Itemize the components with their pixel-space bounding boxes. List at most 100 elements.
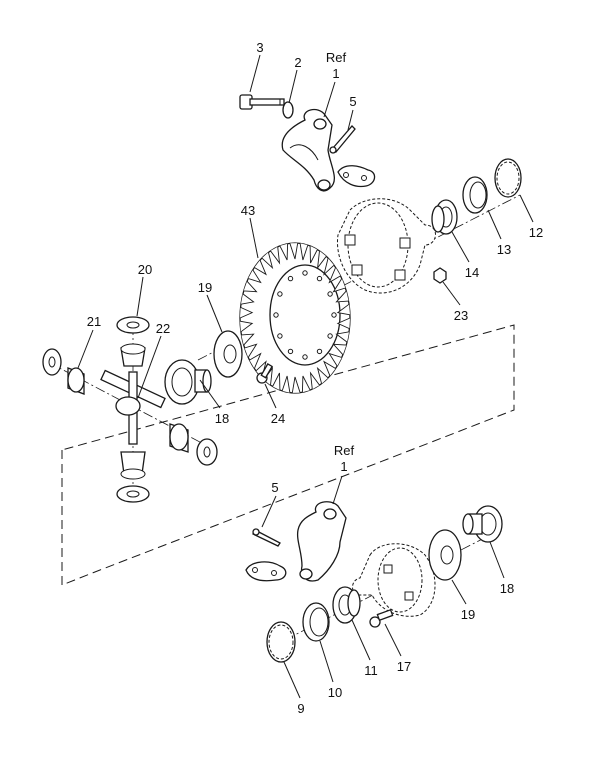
ring-gear-tooth: [279, 243, 289, 261]
callout-18-top: 18: [215, 411, 229, 426]
ring-gear-teeth: [239, 243, 351, 393]
ring-gear-tooth: [323, 360, 336, 377]
callout-17: 17: [397, 659, 411, 674]
callout-22: 22: [156, 321, 170, 336]
adjuster-lock-bottom: [245, 561, 287, 582]
ring-gear-bolt-hole: [331, 312, 337, 318]
bolt-part-17: [369, 608, 394, 628]
ring-gear-bolt-hole: [302, 354, 308, 360]
ring-gear-bolt-hole: [327, 333, 333, 339]
ring-gear-tooth: [248, 269, 262, 284]
callout-13: 13: [497, 242, 511, 257]
ring-gear-tooth: [328, 267, 341, 284]
ring-gear-tooth: [336, 303, 351, 316]
ring-gear-tooth: [316, 366, 329, 384]
callout-14: 14: [465, 265, 479, 280]
pinion-left-part-21: [67, 367, 85, 395]
callout-43: 43: [241, 203, 255, 218]
cotter-pin-top-part-5: [329, 125, 356, 154]
pinion-bottom: [120, 451, 146, 480]
bearing-cap-top-part-1: [281, 108, 335, 192]
ring-gear-tooth: [299, 243, 309, 261]
ring-gear-part-43: [239, 242, 351, 394]
ring-gear-tooth: [261, 252, 274, 270]
ring-gear-tooth: [301, 375, 311, 393]
ring-gear-tooth: [336, 317, 351, 330]
differential-case-top: [336, 198, 436, 294]
ring-gear-tooth: [335, 331, 350, 343]
callout-5-bottom: 5: [271, 480, 278, 495]
callout-12: 12: [529, 225, 543, 240]
ring-gear-bolt-hole: [273, 312, 279, 318]
callout-2: 2: [294, 55, 301, 70]
ring-gear-bolt-hole: [327, 291, 333, 297]
bearing-cone-part-11: [332, 586, 361, 624]
ring-gear-bolt-hole: [302, 270, 308, 276]
callout-3: 3: [256, 40, 263, 55]
ring-gear-bolt-hole: [316, 348, 323, 355]
callout-9: 9: [297, 701, 304, 716]
callout-labels: 3 2 Ref 1 5 43 12 13 14 23 20 19 21 22 1…: [87, 40, 543, 716]
ring-gear-tooth: [281, 375, 291, 393]
lockwasher-part-2: [282, 101, 294, 119]
callout-21: 21: [87, 314, 101, 329]
pinion-top: [120, 343, 146, 367]
bearing-cup-part-10: [302, 602, 330, 642]
callout-10: 10: [328, 685, 342, 700]
callout-23: 23: [454, 308, 468, 323]
ring-gear-tooth: [309, 245, 318, 264]
washer-bottom: [116, 485, 150, 503]
thrust-washer-bottom-part-19: [428, 529, 462, 581]
ring-gear-tooth: [254, 259, 267, 276]
side-gear-top-part-18: [164, 359, 212, 405]
phantom-assembly-outline: [61, 324, 515, 586]
ring-gear-tooth: [335, 290, 349, 303]
ring-gear-tooth: [239, 320, 254, 333]
differential-case-bottom: [352, 543, 436, 617]
ring-gear-tooth: [249, 352, 262, 369]
nut-part-23: [433, 267, 447, 284]
ring-gear-tooth: [239, 306, 254, 319]
ring-gear-bolt-holes: [273, 270, 337, 360]
ring-gear-tooth: [272, 372, 281, 391]
callout-1-top: 1: [332, 66, 339, 81]
washer-part-20: [116, 316, 150, 334]
leader-lines: [77, 54, 534, 699]
bolt-part-3: [239, 94, 285, 110]
cotter-pin-bottom-part-5: [252, 528, 281, 547]
ring-gear-bolt-hole: [287, 275, 294, 282]
ring-gear-tooth: [332, 343, 347, 356]
callout-1-bottom: 1: [340, 459, 347, 474]
ring-gear-tooth: [240, 293, 255, 305]
callout-1-ref-label-bottom: Ref: [334, 443, 355, 458]
washer-right: [196, 438, 218, 466]
adjuster-lock-top: [337, 165, 376, 188]
side-gear-bottom-part-18: [462, 505, 503, 543]
ring-gear-tooth: [291, 376, 301, 393]
bearing-cap-bottom-part-1: [296, 501, 347, 582]
callout-11: 11: [364, 663, 378, 678]
callout-5-top: 5: [349, 94, 356, 109]
thrust-washer-top-part-19: [213, 330, 243, 378]
washer-left: [42, 348, 62, 376]
ring-gear-tooth: [244, 343, 258, 358]
callout-1-ref-label: Ref: [326, 50, 347, 65]
ring-gear-tooth: [289, 243, 299, 260]
ring-gear-tooth: [241, 333, 255, 346]
ring-gear-bolt-hole: [287, 348, 294, 355]
callout-18-bottom: 18: [500, 581, 514, 596]
callout-20: 20: [138, 262, 152, 277]
ring-gear-bolt-hole: [277, 333, 283, 339]
adjuster-part-9: [266, 621, 296, 663]
ring-gear-tooth: [243, 280, 258, 293]
ring-gear-tooth: [332, 278, 346, 293]
ring-gear-tooth: [309, 371, 320, 390]
callout-19-top: 19: [198, 280, 212, 295]
callout-19-bottom: 19: [461, 607, 475, 622]
bearing-cone-part-14: [431, 199, 458, 235]
ring-gear-tooth: [328, 352, 342, 367]
bolt-part-24: [256, 363, 273, 384]
ring-gear-tooth: [316, 250, 327, 270]
